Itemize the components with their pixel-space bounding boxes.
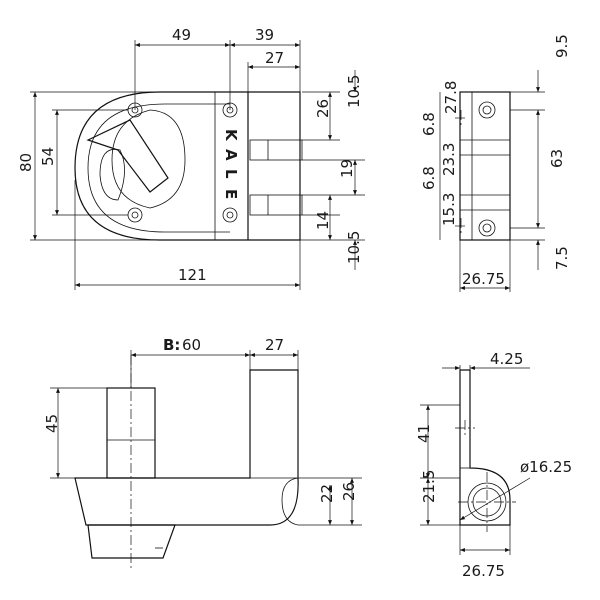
bottom-base	[74, 369, 299, 526]
brand-letter-l: L	[222, 169, 240, 179]
front-pin-lower	[249, 194, 303, 216]
dim-15-3: 15.3	[440, 193, 458, 226]
dim-39: 39	[255, 26, 274, 44]
front-inner-ring	[87, 103, 230, 233]
front-view: K A L E 4	[17, 26, 365, 290]
front-pin-upper	[249, 139, 303, 161]
bottom-foot	[87, 524, 176, 559]
dim-22: 22	[318, 484, 336, 503]
front-screw-bottom-left-inner	[131, 211, 139, 219]
dim-10-5-top: 10.5	[345, 75, 363, 108]
dim-27-front: 27	[265, 49, 284, 67]
dim-49: 49	[172, 26, 191, 44]
end-profile	[459, 369, 511, 526]
dim-7-5: 7.5	[553, 246, 571, 270]
side-screw-top	[478, 101, 496, 119]
dim-54: 54	[39, 147, 57, 166]
dim-21-5: 21.5	[420, 470, 438, 503]
dim-6-8-top: 6.8	[420, 112, 438, 136]
dim-26-75-end: 26.75	[462, 562, 505, 580]
front-slot	[99, 148, 125, 201]
front-screw-bottom-right-inner	[226, 211, 234, 219]
dim-27-8: 27.8	[442, 81, 460, 114]
dim-26-front: 26	[314, 99, 332, 118]
front-lever	[86, 119, 169, 193]
dim-10-5-bottom: 10.5	[345, 231, 363, 264]
dim-41: 41	[415, 424, 433, 443]
dim-60: 60	[182, 336, 201, 354]
dim-63: 63	[548, 149, 566, 168]
front-screw-bottom-right	[222, 207, 238, 223]
dim-19: 19	[338, 159, 356, 178]
dim-27-bottom: 27	[265, 336, 284, 354]
dim-phi-16-25: ø16.25	[520, 458, 572, 476]
dim-80: 80	[17, 153, 35, 172]
bottom-view: B: 60 27 45 22 26	[43, 336, 362, 570]
dim-4-25: 4.25	[490, 350, 523, 368]
dim-6-8-bottom: 6.8	[420, 166, 438, 190]
brand-letter-k: K	[222, 129, 240, 142]
dim-121: 121	[178, 266, 207, 284]
dim-26-75-side: 26.75	[462, 270, 505, 288]
brand-letter-a: A	[222, 149, 240, 161]
front-screw-bottom-left	[127, 207, 143, 223]
front-body-outline	[74, 91, 301, 241]
end-view: 4.25 41 21.5 ø16.25 26.75	[415, 350, 572, 580]
b-label: B:	[163, 336, 180, 354]
side-screw-bottom	[478, 219, 496, 237]
side-view: 9.5 27.8 6.8 23.3 6.8 15.3 63 7.5 26.75	[420, 34, 571, 292]
dim-14: 14	[314, 211, 332, 230]
dim-23-3: 23.3	[440, 143, 458, 176]
front-cam	[111, 109, 186, 209]
brand-letter-e: E	[222, 189, 240, 199]
dim-26-bottom: 26	[340, 482, 358, 501]
dim-9-5: 9.5	[553, 34, 571, 58]
side-body	[459, 91, 511, 241]
dim-45: 45	[43, 414, 61, 433]
